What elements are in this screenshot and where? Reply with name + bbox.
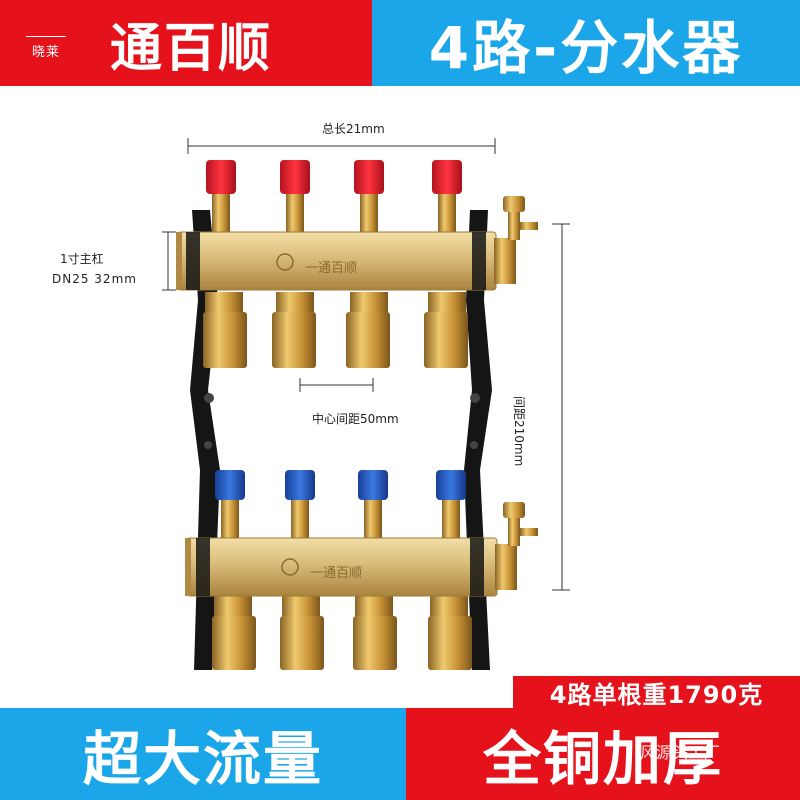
feature-banner-left: 超大流量 (0, 708, 406, 800)
weight-label: 4路单根重1790克 (513, 676, 800, 709)
brand-banner: 晓莱 通百顺 (0, 0, 372, 86)
lower-valve-4 (428, 470, 472, 670)
main-pipe-label-line1: 1寸主杠 (60, 252, 104, 266)
total-length-label: 总长21mm (322, 122, 385, 136)
spacing-label: 间距210mm (512, 396, 526, 467)
upper-product-logo: 一通百顺 (305, 261, 358, 276)
dimension-main-pipe (162, 231, 176, 291)
center-spacing-label: 中心间距50mm (312, 412, 399, 426)
brand-small-text: 晓莱 (25, 36, 67, 60)
lower-valve-1 (212, 470, 256, 670)
feature-left-text: 超大流量 (82, 725, 323, 793)
lower-valve-3 (353, 470, 397, 670)
watermark: 风源头工厂 (640, 743, 721, 762)
upper-valve-2 (272, 160, 316, 368)
upper-manifold (176, 160, 538, 368)
main-pipe-label-line2: DN25 32mm (52, 272, 137, 286)
feature-banner-right: 全铜加厚 (406, 708, 800, 800)
dimension-center-spacing (299, 378, 374, 392)
title-banner: 4路-分水器 (372, 0, 800, 86)
upper-valve-4 (424, 160, 468, 368)
dimension-total-length (187, 138, 496, 154)
lower-manifold (185, 470, 538, 670)
lower-valve-2 (280, 470, 324, 670)
feature-right-text: 全铜加厚 (482, 725, 723, 793)
dimension-spacing (552, 223, 570, 591)
product-title: 4路-分水器 (428, 14, 744, 82)
lower-product-logo: 一通百顺 (310, 566, 363, 581)
upper-valve-1 (203, 160, 247, 368)
upper-valve-3 (346, 160, 390, 368)
brand-name: 通百顺 (110, 19, 273, 79)
manifold-diagram (162, 138, 570, 670)
